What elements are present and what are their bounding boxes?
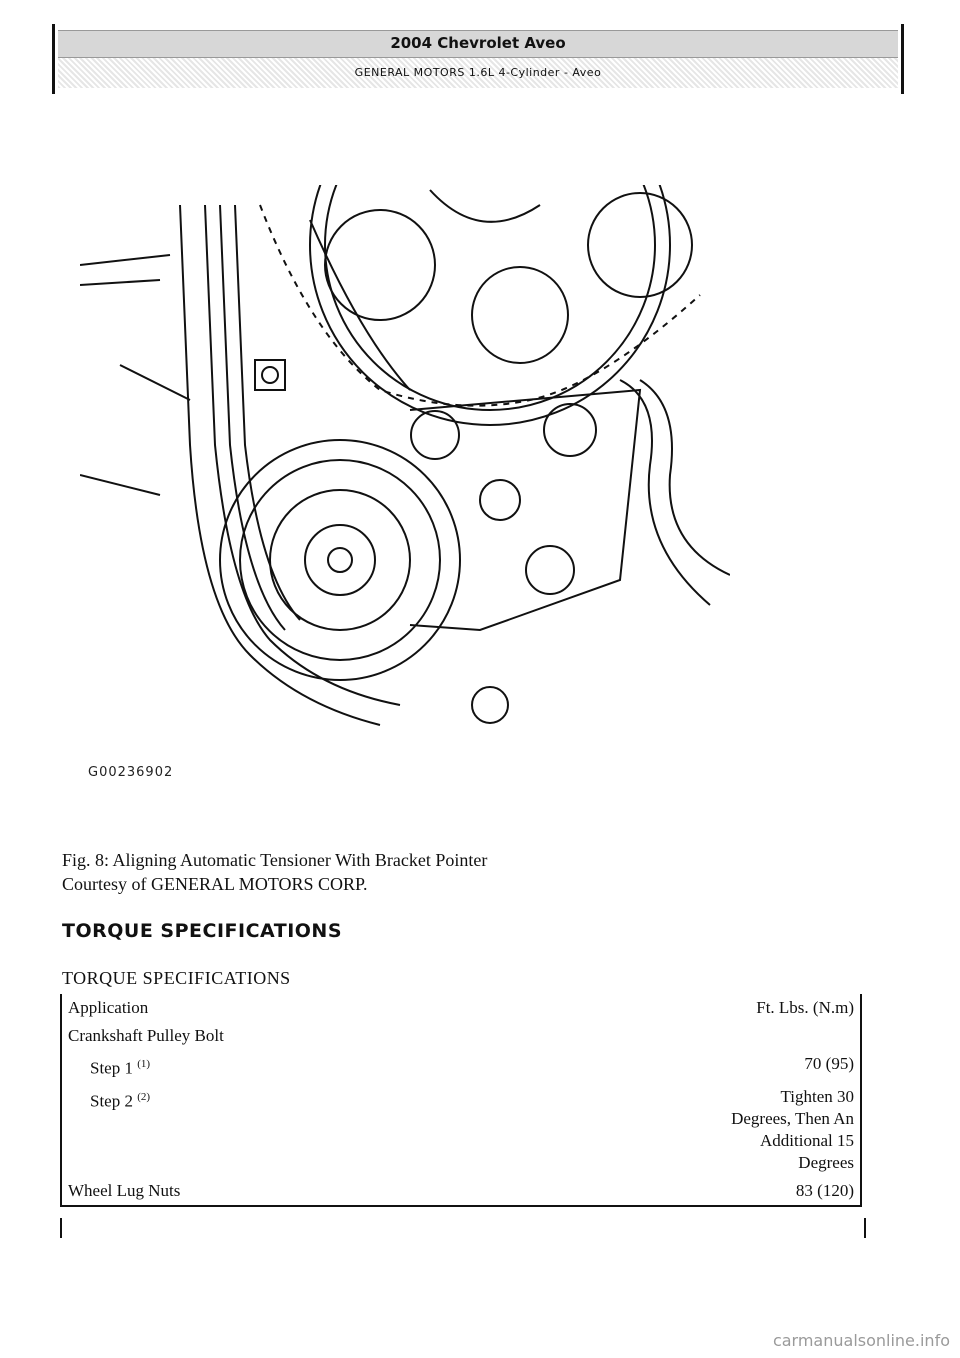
engine-block-edge xyxy=(619,379,711,606)
header-title-bar xyxy=(58,30,898,58)
row-label: Crankshaft Pulley Bolt xyxy=(59,1022,505,1050)
row-value: 83 (120) xyxy=(504,1176,862,1207)
timing-belt-outer xyxy=(179,204,381,726)
row-value: Tighten 30 Degrees, Then An Additional 1… xyxy=(504,1082,862,1177)
timing-belt-line-2 xyxy=(234,204,301,621)
row-label: Wheel Lug Nuts xyxy=(59,1176,505,1207)
header-left-rule xyxy=(52,24,55,94)
table-title: TORQUE SPECIFICATIONS xyxy=(62,968,291,988)
table-header-row: Application Ft. Lbs. (N.m) xyxy=(59,994,862,1022)
housing-line-1 xyxy=(80,254,171,266)
tensioner-pulley-outer xyxy=(219,439,461,681)
timing-belt-inner xyxy=(204,204,401,706)
row-label: Step 1 (1) xyxy=(59,1050,505,1083)
camshaft-sprocket-inner xyxy=(324,185,656,411)
figure-id: G00236902 xyxy=(88,765,174,780)
sprocket-hole-center xyxy=(471,266,569,364)
engine-block-edge-2 xyxy=(639,379,730,576)
row-value xyxy=(504,1022,862,1050)
stud-bolt xyxy=(254,359,286,391)
document-header: 2004 Chevrolet Aveo GENERAL MOTORS 1.6L … xyxy=(52,24,904,94)
header-application: Application xyxy=(59,994,505,1022)
watermark: carmanualsonline.info xyxy=(772,1331,950,1350)
footnote-ref: (1) xyxy=(137,1058,151,1070)
header-subtitle-bar xyxy=(58,58,898,88)
section-title: TORQUE SPECIFICATIONS xyxy=(62,920,343,942)
housing-line-3 xyxy=(119,364,191,401)
bracket-bolt-upper-left xyxy=(410,410,460,460)
sprocket-hole-top xyxy=(429,189,541,223)
table-row: Crankshaft Pulley Bolt xyxy=(59,1022,862,1050)
header-title: 2004 Chevrolet Aveo xyxy=(390,34,566,52)
sprocket-hole-right xyxy=(587,192,693,298)
figure-caption: Fig. 8: Aligning Automatic Tensioner Wit… xyxy=(62,848,487,896)
housing-line-2 xyxy=(80,279,161,286)
row-value: 70 (95) xyxy=(504,1050,862,1083)
header-value: Ft. Lbs. (N.m) xyxy=(504,994,862,1022)
caption-line-1: Fig. 8: Aligning Automatic Tensioner Wit… xyxy=(62,850,488,870)
timing-belt-teeth-lower xyxy=(309,219,411,391)
table-row: Step 2 (2) Tighten 30 Degrees, Then An A… xyxy=(59,1082,862,1177)
tensioner-diagram xyxy=(80,185,730,726)
tensioner-pulley-bolt xyxy=(327,547,353,573)
lower-plug xyxy=(471,686,509,724)
sprocket-hole-left xyxy=(324,209,436,321)
table-row: Step 1 (1) 70 (95) xyxy=(59,1050,862,1083)
timing-belt-line-1 xyxy=(219,204,286,631)
tensioner-bracket xyxy=(409,388,642,632)
tensioner-pulley-mid xyxy=(239,459,441,661)
tensioner-pulley-inner xyxy=(269,489,411,631)
torque-spec-table: Application Ft. Lbs. (N.m) Crankshaft Pu… xyxy=(59,994,862,1207)
caption-line-2: Courtesy of GENERAL MOTORS CORP. xyxy=(62,874,368,894)
table-continuation xyxy=(60,1218,866,1238)
housing-line-4 xyxy=(80,474,161,496)
table-row: Wheel Lug Nuts 83 (120) xyxy=(59,1176,862,1207)
camshaft-sprocket xyxy=(309,185,671,426)
bracket-hole xyxy=(479,479,521,521)
bracket-bolt-upper-right xyxy=(543,403,597,457)
bracket-bolt-lower xyxy=(525,545,575,595)
header-subtitle: GENERAL MOTORS 1.6L 4-Cylinder - Aveo xyxy=(354,66,602,79)
footnote-ref: (2) xyxy=(137,1090,151,1103)
row-label: Step 2 (2) xyxy=(59,1082,505,1177)
tensioner-pulley-hub xyxy=(304,524,376,596)
header-right-rule xyxy=(901,24,904,94)
stud-bolt-head xyxy=(261,366,279,384)
